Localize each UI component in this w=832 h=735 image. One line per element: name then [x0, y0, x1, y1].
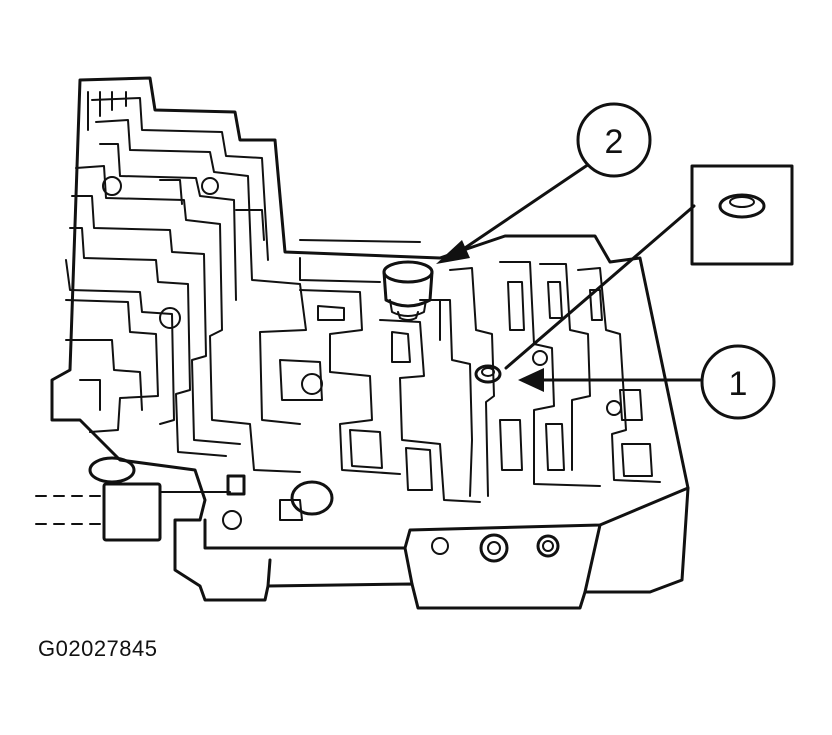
callout-1-label: 1	[729, 365, 748, 403]
fluid-passages	[65, 91, 661, 521]
bolt-holes	[102, 176, 622, 563]
check-ball-part	[474, 364, 502, 384]
arrowhead-2	[436, 240, 470, 264]
callout-1: 1	[700, 344, 776, 420]
plug-part	[382, 260, 434, 321]
check-ball-inset	[690, 164, 794, 266]
figure-id-label: G02027845	[38, 636, 158, 661]
arrowhead-1	[518, 368, 544, 392]
leader-lines	[436, 160, 702, 392]
callout-2-label: 2	[605, 123, 624, 161]
valve-body-outline	[50, 76, 690, 610]
shaft-extension	[35, 456, 246, 542]
callout-2: 2	[576, 102, 652, 178]
